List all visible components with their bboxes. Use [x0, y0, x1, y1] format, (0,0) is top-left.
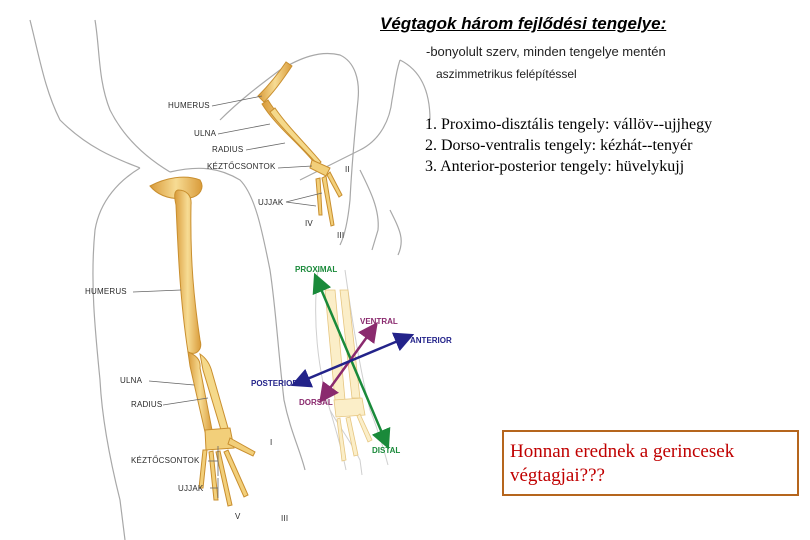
- arm-digit-iv: [209, 451, 218, 500]
- axis-item: 3. Anterior-posterior tengely: hüvelykuj…: [425, 156, 712, 177]
- wing-label-digits: UJJAK: [258, 198, 283, 207]
- axes-list: 1. Proximo-disztális tengely: vállöv--uj…: [425, 114, 712, 177]
- wing-label-digit-iii: III: [337, 231, 344, 240]
- anterior-label: ANTERIOR: [410, 336, 452, 345]
- arm-label-digit-iii: III: [281, 514, 288, 523]
- wing-digit-iv: [316, 178, 322, 215]
- question-text: Honnan erednek a gerincesek végtagjai???: [510, 441, 734, 486]
- question-box: Honnan erednek a gerincesek végtagjai???: [502, 430, 799, 496]
- arm-label-humerus: HUMERUS: [85, 287, 127, 296]
- wing-outline: [220, 53, 430, 255]
- axis-item: 1. Proximo-disztális tengely: vállöv--uj…: [425, 114, 712, 135]
- distal-label: DISTAL: [372, 446, 400, 455]
- wing-label-humerus: HUMERUS: [168, 101, 210, 110]
- ventral-label: VENTRAL: [360, 317, 398, 326]
- title-text: Végtagok három fejlődési tengelye:: [380, 14, 666, 33]
- dorsal-label: DORSAL: [299, 398, 333, 407]
- arm-digit-v: [199, 450, 207, 488]
- wing-label-carpals: KÉZTŐCSONTOK: [207, 162, 275, 171]
- arm-humerus: [175, 190, 201, 353]
- arm-label-carpals: KÉZTŐCSONTOK: [131, 456, 199, 465]
- wing-label-digit-iv: IV: [305, 219, 313, 228]
- posterior-label: POSTERIOR: [251, 379, 298, 388]
- proximal-label: PROXIMAL: [295, 265, 337, 274]
- subtitle-line-2: aszimmetrikus felépítéssel: [436, 67, 577, 81]
- wing-humerus: [258, 62, 292, 102]
- wing-label-radius: RADIUS: [212, 145, 243, 154]
- arm-label-radius: RADIUS: [131, 400, 162, 409]
- arm-label-digits: UJJAK: [178, 484, 203, 493]
- subtitle-line-1: -bonyolult szerv, minden tengelye mentén: [426, 44, 666, 59]
- wing-label-ulna: ULNA: [194, 129, 216, 138]
- arm-label-digit-i: I: [270, 438, 272, 447]
- wing-label-digit-ii: II: [345, 165, 350, 174]
- arm-label-digit-v: V: [235, 512, 241, 521]
- arm-label-ulna: ULNA: [120, 376, 142, 385]
- wing-radius: [270, 108, 321, 165]
- slide-title: Végtagok három fejlődési tengelye:: [380, 14, 666, 34]
- axis-item: 2. Dorso-ventralis tengely: kézhát--teny…: [425, 135, 712, 156]
